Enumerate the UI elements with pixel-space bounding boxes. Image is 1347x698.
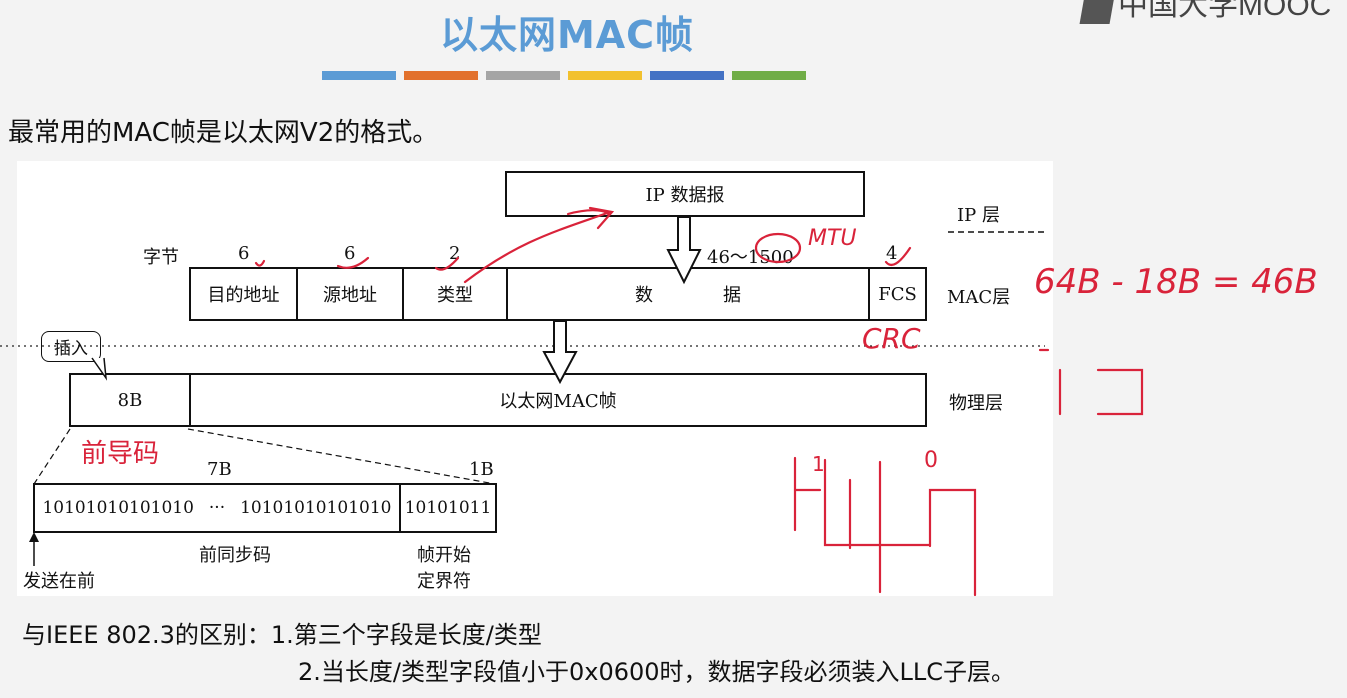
sync-ellipsis: ··· — [208, 498, 226, 518]
sync-label: 前同步码 — [199, 545, 271, 566]
sync-bits-start: 10101010101010 — [42, 498, 194, 518]
preamble-detail-box: 10101010101010 ··· 10101010101010 101010… — [33, 483, 497, 533]
logo-text: 中国大学MOOC — [1118, 0, 1332, 22]
equation-annotation: 64B - 18B = 46B — [1034, 262, 1318, 302]
field-data: 数 据 — [508, 269, 870, 319]
check-mark-icon — [434, 256, 460, 271]
check-mark-icon — [336, 256, 370, 269]
hand-arrow-icon — [463, 206, 615, 284]
difference-line-2: 2.当长度/类型字段值小于0x0600时，数据字段必须装入LLC子层。 — [298, 658, 1016, 686]
check-mark-icon — [884, 246, 912, 266]
size-fcs: 4 — [886, 243, 898, 264]
bytes-label: 字节 — [143, 247, 179, 268]
difference-line-1: 与IEEE 802.3的区别：1.第三个字段是长度/类型 — [22, 621, 542, 649]
send-first-label: 发送在前 — [23, 571, 95, 592]
field-type: 类型 — [404, 269, 508, 319]
insert-label: 插入 — [54, 339, 88, 359]
field-src-address: 源地址 — [298, 269, 404, 319]
slide-title: 以太网MAC帧 — [439, 13, 695, 57]
circle-1500-mark — [754, 232, 802, 264]
size-data: 46～1500 — [707, 247, 794, 268]
size-dest: 6 — [238, 243, 250, 264]
preamble-8b: 8B — [71, 375, 191, 425]
intro-text: 最常用的MAC帧是以太网V2的格式。 — [8, 118, 439, 148]
color-segment — [404, 71, 478, 80]
physical-frame: 8B 以太网MAC帧 — [69, 373, 927, 427]
sync-size: 7B — [207, 459, 232, 480]
sfd-label-1: 帧开始 — [417, 545, 471, 566]
color-segment — [486, 71, 560, 80]
ethernet-mac-frame: 以太网MAC帧 — [499, 391, 617, 412]
mooc-logo: 中国大学MOOC — [1079, 0, 1332, 24]
mtu-annotation: MTU — [808, 226, 857, 251]
mac-layer-label: MAC层 — [947, 287, 1011, 308]
physical-layer-label: 物理层 — [949, 393, 1003, 414]
field-dest-address: 目的地址 — [191, 269, 298, 319]
ip-layer-label: IP 层 — [957, 205, 1000, 226]
manchester-waveform — [793, 456, 977, 597]
sync-bits-end: 10101010101010 — [240, 498, 392, 518]
size-type: 2 — [449, 243, 461, 264]
color-segment — [322, 71, 396, 80]
arrow-head — [29, 532, 39, 542]
ip-datagram-label: IP 数据报 — [645, 185, 725, 206]
expansion-line-left — [33, 428, 71, 485]
sfd-size: 1B — [469, 459, 494, 480]
check-mark-icon — [254, 259, 266, 267]
size-src: 6 — [344, 243, 356, 264]
expansion-line-right — [187, 428, 496, 485]
callout-pointer — [91, 357, 108, 381]
color-segment — [568, 71, 642, 80]
down-arrow-icon — [542, 320, 578, 385]
color-segment — [650, 71, 724, 80]
wave-label-1: 1 — [812, 452, 825, 476]
title-color-bar — [322, 71, 806, 80]
hand-stroke — [566, 209, 610, 216]
field-data-char-1: 数 — [635, 285, 653, 306]
preamble-sync-bits: 10101010101010 ··· 10101010101010 — [35, 485, 401, 531]
hand-box-mark — [1096, 368, 1144, 416]
preamble-annotation: 前导码 — [81, 439, 160, 469]
sfd-bits: 10101011 — [404, 498, 492, 518]
wave-label-0: 0 — [924, 448, 938, 473]
crc-annotation: CRC — [862, 322, 921, 355]
sfd-label-2: 定界符 — [417, 571, 471, 592]
field-fcs: FCS — [878, 283, 917, 305]
down-arrow-icon — [666, 216, 702, 285]
color-segment — [732, 71, 806, 80]
field-data-char-2: 据 — [723, 285, 741, 306]
